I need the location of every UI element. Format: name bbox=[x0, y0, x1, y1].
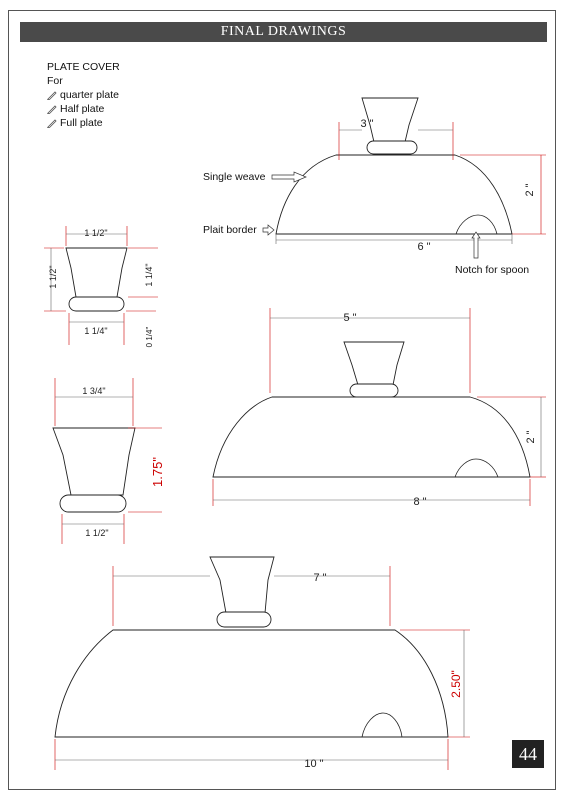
legend-item: quarter plate bbox=[47, 88, 120, 102]
base-dimension: 10 " bbox=[304, 758, 323, 770]
cover-dome bbox=[275, 154, 513, 235]
top-dimension: 5 " bbox=[343, 312, 356, 324]
height-dimension: 2.50" bbox=[449, 670, 463, 698]
handle-ring bbox=[68, 296, 125, 312]
spoon-notch bbox=[455, 214, 498, 235]
handle-ring bbox=[59, 494, 127, 513]
page-frame bbox=[8, 10, 556, 790]
legend: PLATE COVER For quarter plate Half plate… bbox=[47, 60, 120, 130]
cover-dome bbox=[54, 629, 449, 738]
pencil-icon bbox=[47, 119, 57, 128]
legend-item-label: quarter plate bbox=[60, 89, 119, 101]
top-dimension: 3 " bbox=[360, 118, 373, 130]
page-number: 44 bbox=[512, 740, 544, 768]
handle-top-dimension: 1 3/4" bbox=[82, 386, 105, 396]
plait-border-label: Plait border bbox=[203, 224, 257, 236]
base-dimension: 6 " bbox=[417, 241, 430, 253]
knob-ring bbox=[366, 140, 418, 155]
plate-cover-small-drawing: 3 " 2 " 6 " Single weave Plait border No… bbox=[203, 97, 546, 276]
legend-for-label: For bbox=[47, 75, 63, 87]
height-dimension: 2 " bbox=[525, 430, 537, 443]
pencil-icon bbox=[47, 105, 57, 114]
handle-height-dimension: 1.75" bbox=[150, 457, 165, 487]
legend-item-label: Half plate bbox=[60, 103, 105, 115]
arrow-right-icon bbox=[262, 224, 275, 236]
handle-bottom-dimension: 1 1/4" bbox=[84, 326, 107, 336]
knob-ring bbox=[349, 383, 399, 398]
legend-item-label: Full plate bbox=[60, 117, 103, 129]
spoon-notch bbox=[361, 712, 403, 738]
handle-left-dimension: 1 1/2" bbox=[48, 265, 58, 288]
base-dimension: 8 " bbox=[413, 496, 426, 508]
height-dimension: 2 " bbox=[524, 183, 536, 196]
legend-item: Full plate bbox=[47, 116, 120, 130]
handle-top-dimension: 1 1/2" bbox=[84, 228, 107, 238]
cover-dome bbox=[212, 396, 531, 478]
handle-bottom-dimension: 1 1/2" bbox=[85, 528, 108, 538]
arrow-up-icon bbox=[471, 231, 481, 259]
plate-cover-medium-drawing: 5 " 2 " 8 " bbox=[212, 308, 546, 508]
plate-cover-large-drawing: 7 " 2.50" 10 " bbox=[54, 556, 470, 770]
spoon-notch bbox=[454, 458, 499, 478]
handle-detail-large: 1 3/4" 1.75" 1 1/2" bbox=[52, 378, 165, 544]
handle-right-dimension: 1 1/4" bbox=[144, 263, 154, 286]
legend-title: PLATE COVER bbox=[47, 61, 120, 73]
handle-detail-small: 1 1/2" 1 1/2" 1 1/4" 1 1/4" 0 1/4" bbox=[44, 226, 158, 347]
handle-shape bbox=[65, 247, 128, 298]
legend-item: Half plate bbox=[47, 102, 120, 116]
handle-ring-dimension: 0 1/4" bbox=[145, 327, 154, 348]
page-title: FINAL DRAWINGS bbox=[20, 22, 547, 42]
knob-top bbox=[209, 556, 275, 614]
pencil-icon bbox=[47, 91, 57, 100]
arrow-right-icon bbox=[271, 171, 307, 183]
single-weave-label: Single weave bbox=[203, 171, 266, 183]
knob-ring bbox=[216, 611, 272, 628]
notch-label: Notch for spoon bbox=[455, 264, 529, 276]
handle-shape bbox=[52, 427, 136, 496]
top-dimension: 7 " bbox=[313, 572, 326, 584]
knob-top bbox=[343, 341, 405, 386]
